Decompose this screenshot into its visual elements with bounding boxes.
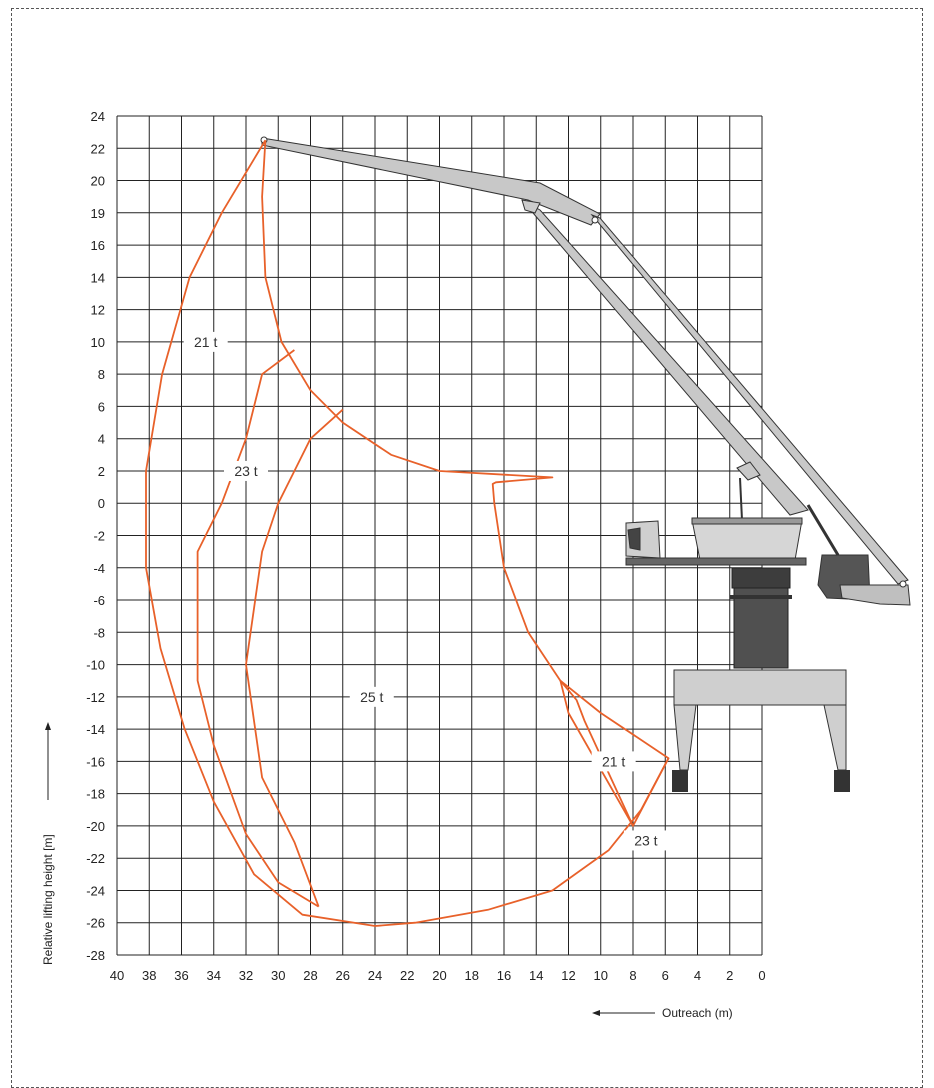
tower-band (730, 595, 792, 599)
y-tick-label: 14 (91, 270, 105, 285)
zone-label-bg (224, 460, 268, 481)
y-tick-label: -28 (86, 948, 105, 963)
x-tick-label: 16 (497, 968, 511, 983)
counterweight-joint (899, 580, 907, 588)
x-tick-label: 2 (726, 968, 733, 983)
x-tick-label: 36 (174, 968, 188, 983)
cylinder-rod (739, 477, 743, 521)
zone-label-bg (183, 331, 228, 352)
x-tick-label: 18 (465, 968, 479, 983)
zone-label-bg (623, 830, 668, 851)
y-tick-label: 8 (98, 367, 105, 382)
load-curve-right-23t (559, 680, 634, 827)
y-tick-label: -22 (86, 851, 105, 866)
zone-label: 21 t (194, 334, 217, 350)
slewing-platform (625, 557, 807, 566)
y-tick-label: -20 (86, 819, 105, 834)
zone-label: 25 t (360, 689, 383, 705)
zone-label: 23 t (234, 463, 257, 479)
y-tick-label: 16 (91, 238, 105, 253)
load-curve-21t-inner (196, 349, 295, 835)
bogie-left (672, 770, 688, 792)
y-tick-label: -8 (93, 625, 105, 640)
x-tick-label: 10 (594, 968, 608, 983)
y-tick-label: 0 (98, 496, 105, 511)
x-tick-label: 38 (142, 968, 156, 983)
counter-cylinder (806, 504, 840, 556)
tie-rod (590, 213, 909, 585)
bogie-right (834, 770, 850, 792)
y-tick-label: 4 (98, 432, 105, 447)
x-tick-label: 30 (271, 968, 285, 983)
portal-beam (673, 669, 847, 706)
y-tick-label: -16 (86, 754, 105, 769)
x-tick-label: 34 (207, 968, 221, 983)
x-tick-label: 14 (529, 968, 543, 983)
x-tick-label: 4 (694, 968, 701, 983)
y-tick-label: -12 (86, 690, 105, 705)
zone-label: 21 t (602, 753, 625, 769)
portal-leg-left (673, 704, 697, 771)
grid (116, 115, 763, 956)
y-tick-label: 6 (98, 399, 105, 414)
x-tick-label: 12 (561, 968, 575, 983)
x-tick-label: 28 (303, 968, 317, 983)
machinery-house (691, 519, 803, 561)
y-tick-label: 22 (91, 141, 105, 156)
x-tick-label: 24 (368, 968, 382, 983)
x-axis-arrowhead (592, 1010, 600, 1016)
x-tick-label: 6 (662, 968, 669, 983)
x-axis-label: Outreach (m) (662, 1006, 733, 1020)
x-tick-label: 20 (432, 968, 446, 983)
x-tick-label: 8 (629, 968, 636, 983)
y-tick-label: -2 (93, 529, 105, 544)
crane-tower (733, 587, 789, 669)
y-axis-label: Relative lifting height [m] (41, 834, 55, 965)
y-tick-label: -14 (86, 722, 105, 737)
slewing-ring (731, 567, 791, 589)
y-tick-label: -26 (86, 916, 105, 931)
zone-label: 23 t (634, 832, 657, 848)
y-tick-label: 2 (98, 464, 105, 479)
y-tick-label: 19 (91, 206, 105, 221)
load-curve-ground-left (245, 833, 320, 908)
zone-label-bg (591, 751, 636, 772)
y-tick-label: -6 (93, 593, 105, 608)
axis-titles: Relative lifting height [m] Outreach (m) (41, 722, 733, 1020)
x-tick-label: 32 (239, 968, 253, 983)
main-boom (261, 137, 601, 226)
x-tick-label: 0 (758, 968, 765, 983)
counterweight-arm (839, 584, 911, 606)
y-tick-label: -18 (86, 787, 105, 802)
crane-drawing (260, 136, 911, 792)
y-tick-label: 12 (91, 303, 105, 318)
luffing-cylinder (736, 461, 761, 481)
x-tick-label: 22 (400, 968, 414, 983)
y-tick-label: 10 (91, 335, 105, 350)
y-tick-label: 20 (91, 174, 105, 189)
y-tick-label: -4 (93, 561, 105, 576)
load-curve-23t-inner (245, 408, 344, 907)
portal-leg-right (823, 704, 847, 771)
zone-label-bg (349, 686, 394, 707)
y-axis-arrowhead (45, 722, 51, 730)
load-curves (145, 139, 670, 927)
y-tick-label: -24 (86, 883, 105, 898)
cab-window (627, 527, 641, 551)
x-tick-label: 26 (336, 968, 350, 983)
jib-bracket (521, 199, 541, 214)
y-tick-label: -10 (86, 658, 105, 673)
house-roof (691, 517, 803, 525)
tie-joint (591, 216, 599, 224)
y-tick-label: 24 (91, 109, 105, 124)
x-tick-label: 40 (110, 968, 124, 983)
zone-labels: 21 t 23 t 25 t 21 t 23 t (183, 331, 668, 851)
